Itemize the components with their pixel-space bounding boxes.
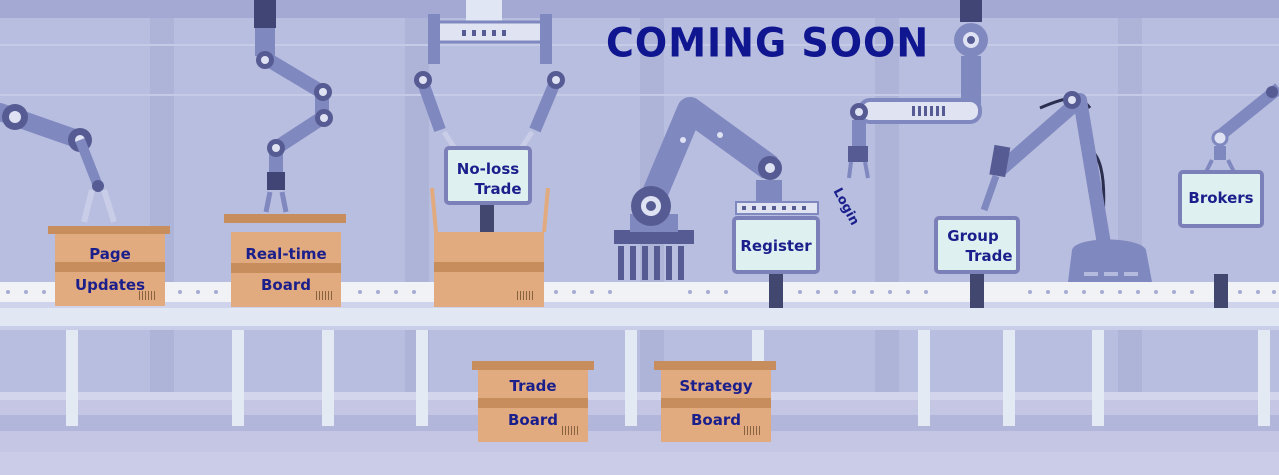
robot-arm-5 xyxy=(847,0,988,179)
robot-arm-6 xyxy=(980,91,1152,282)
conveyor-legs xyxy=(66,326,1270,426)
label-real-time: Real-time xyxy=(245,245,327,263)
label-updates: Updates xyxy=(74,276,146,294)
ceiling-beam xyxy=(0,0,1279,18)
label-real-time-board: Board xyxy=(261,276,311,294)
label-group-trade: Trade xyxy=(965,247,1013,265)
barcode-3: |||||| xyxy=(516,291,535,301)
box-strategy-board xyxy=(654,361,776,442)
open-box xyxy=(430,187,550,307)
label-no-loss: No-loss xyxy=(456,160,520,178)
box-trade-board xyxy=(472,361,594,442)
robot-arm-4 xyxy=(614,97,819,280)
box-page-updates xyxy=(48,226,170,306)
label-register: Register xyxy=(740,237,812,255)
sign-no-loss-trade xyxy=(444,146,532,205)
label-no-loss-trade: Trade xyxy=(474,180,522,198)
conveyor-belt xyxy=(0,282,1279,302)
coming-soon-title: COMING SOON xyxy=(606,19,930,67)
label-strategy: Strategy xyxy=(679,377,753,395)
barcode-1: |||||| xyxy=(138,291,157,301)
label-strategy-board: Board xyxy=(691,411,741,429)
barcode-2: |||||| xyxy=(315,291,334,301)
barcode-5: |||||| xyxy=(743,426,762,436)
barcode-4: |||||| xyxy=(561,426,580,436)
label-group: Group xyxy=(947,227,999,245)
conveyor-rail xyxy=(0,308,1279,326)
label-trade: Trade xyxy=(509,377,557,395)
sign-register xyxy=(732,216,820,274)
wall-pillars xyxy=(150,18,1142,418)
robot-arm-2 xyxy=(254,0,333,213)
sign-group-trade xyxy=(934,216,1020,274)
label-brokers: Brokers xyxy=(1188,189,1254,207)
robot-arm-1 xyxy=(0,103,117,223)
label-page: Page xyxy=(89,245,131,263)
box-real-time-board xyxy=(224,214,346,307)
sign-brokers xyxy=(1178,170,1264,228)
belt-dots xyxy=(6,290,1276,294)
label-trade-board: Board xyxy=(508,411,558,429)
robot-arm-3 xyxy=(414,0,565,152)
